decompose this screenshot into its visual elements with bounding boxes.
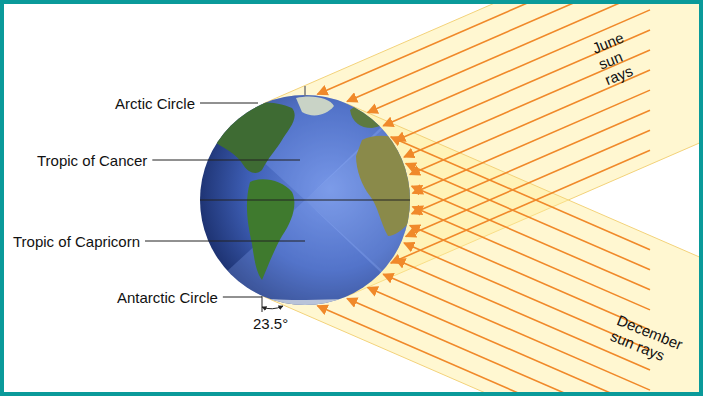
sun-ray-arrow	[410, 226, 650, 330]
sun-ray-arrow	[413, 207, 650, 310]
greenland	[296, 96, 334, 115]
sun-ray-arrow	[317, 0, 650, 94]
circle-label: Arctic Circle	[115, 95, 195, 112]
band-edge	[263, 296, 703, 396]
sun-ray-arrow	[368, 287, 650, 396]
sun-ray-arrow	[395, 259, 650, 370]
circle-label: Tropic of Capricorn	[13, 233, 140, 250]
sun-ray-arrow	[413, 90, 650, 193]
sun-ray-arrow	[391, 137, 650, 250]
antarctica	[210, 292, 400, 320]
tilt-angle-arc	[262, 306, 283, 309]
sun-ray-arrow	[368, 0, 650, 113]
north-america	[212, 102, 295, 173]
leader-line	[200, 103, 258, 104]
sun-ray-arrow	[406, 130, 650, 236]
earth-globe	[190, 86, 420, 320]
leader-line	[223, 297, 262, 298]
sun-ray-arrow	[317, 306, 650, 396]
band-edge	[347, 104, 703, 396]
sun-ray-arrow	[347, 0, 650, 101]
sun-ray-bands	[263, 0, 703, 396]
south-america	[247, 179, 294, 280]
sun-ray-arrow	[412, 186, 650, 290]
sun-rays	[317, 0, 650, 396]
axis-tick	[304, 86, 306, 96]
circle-label: Tropic of Cancer	[37, 152, 147, 169]
leader-line	[145, 241, 305, 242]
europe	[350, 102, 398, 128]
sun-ray-arrow	[347, 299, 650, 396]
angle-label: 23.5°	[253, 315, 288, 332]
equator-line	[200, 200, 410, 201]
leader-line	[152, 160, 300, 161]
circle-label: Antarctic Circle	[117, 289, 218, 306]
sun-ray-arrow	[406, 164, 650, 270]
sun-ray-arrow	[391, 150, 650, 263]
vertical-reference	[262, 296, 263, 312]
africa	[356, 136, 412, 236]
leader-lines	[145, 103, 305, 297]
